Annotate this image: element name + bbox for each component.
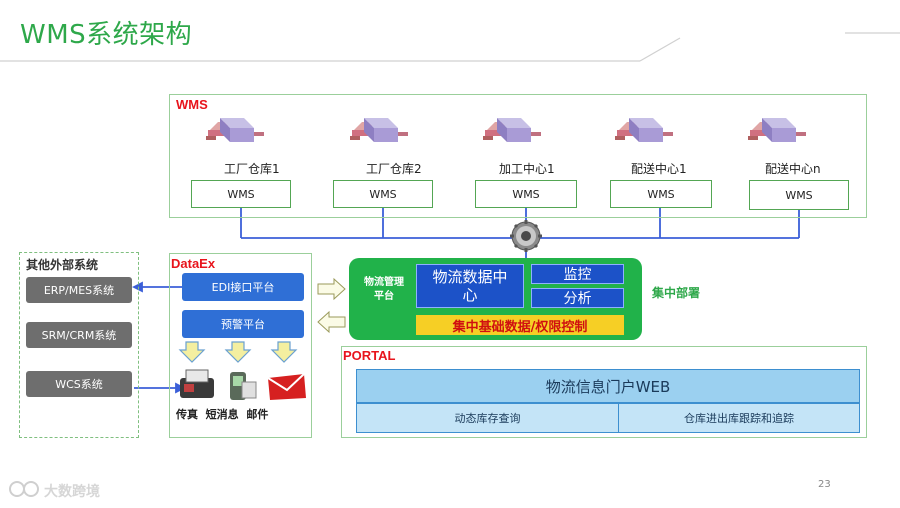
wms-group-label: WMS xyxy=(176,97,208,112)
site-label: 工厂仓库1 xyxy=(224,162,280,176)
platform-label: 物流管理平台 xyxy=(364,277,404,302)
base-data-permission-control: 集中基础数据/权限控制 xyxy=(416,315,624,335)
inout-tracking: 仓库进出库跟踪和追踪 xyxy=(618,403,860,433)
dataex-label: DataEx xyxy=(171,256,216,271)
wms-group xyxy=(169,94,867,218)
external-systems-group xyxy=(19,252,139,438)
inventory-query: 动态库存查询 xyxy=(356,403,619,433)
portal-label: PORTAL xyxy=(343,348,396,363)
wcs-system: WCS系统 xyxy=(26,371,132,397)
site-label: 配送中心1 xyxy=(631,162,687,176)
site-label: 配送中心n xyxy=(765,162,821,176)
edi-interface-platform: EDI接口平台 xyxy=(182,273,304,301)
email-envelope-icon xyxy=(267,373,306,400)
logo-icon xyxy=(9,481,39,497)
logistics-data-center: 物流数据中心 xyxy=(416,264,524,308)
alert-platform: 预警平台 xyxy=(182,310,304,338)
wms-system-box: WMS xyxy=(610,180,712,208)
site-label: 工厂仓库2 xyxy=(366,162,422,176)
fax-icon xyxy=(180,369,214,398)
deployment-label: 集中部署 xyxy=(652,286,701,300)
portal-web-header: 物流信息门户WEB xyxy=(356,369,860,403)
site-label: 加工中心1 xyxy=(499,162,555,176)
hub-gear-icon xyxy=(510,220,542,252)
channel-icons xyxy=(180,369,306,400)
sms-phone-icon xyxy=(230,372,257,400)
monitor-module: 监控 xyxy=(531,264,624,284)
erp-mes-system: ERP/MES系统 xyxy=(26,277,132,303)
wms-system-box: WMS xyxy=(475,180,577,208)
portal-group xyxy=(341,346,867,438)
wms-system-box: WMS xyxy=(333,180,433,208)
analysis-module: 分析 xyxy=(531,288,624,308)
srm-crm-system: SRM/CRM系统 xyxy=(26,322,132,348)
logo-text: 大数跨境 xyxy=(44,484,100,500)
channel-labels: 传真 短消息 邮件 xyxy=(176,408,269,421)
dataex-group xyxy=(169,253,312,438)
page-title: WMS系统架构 xyxy=(20,20,193,50)
wms-system-box: WMS xyxy=(191,180,291,208)
external-systems-title: 其他外部系统 xyxy=(26,258,99,272)
page-number: 23 xyxy=(818,479,831,490)
wms-system-box: WMS xyxy=(749,180,849,210)
